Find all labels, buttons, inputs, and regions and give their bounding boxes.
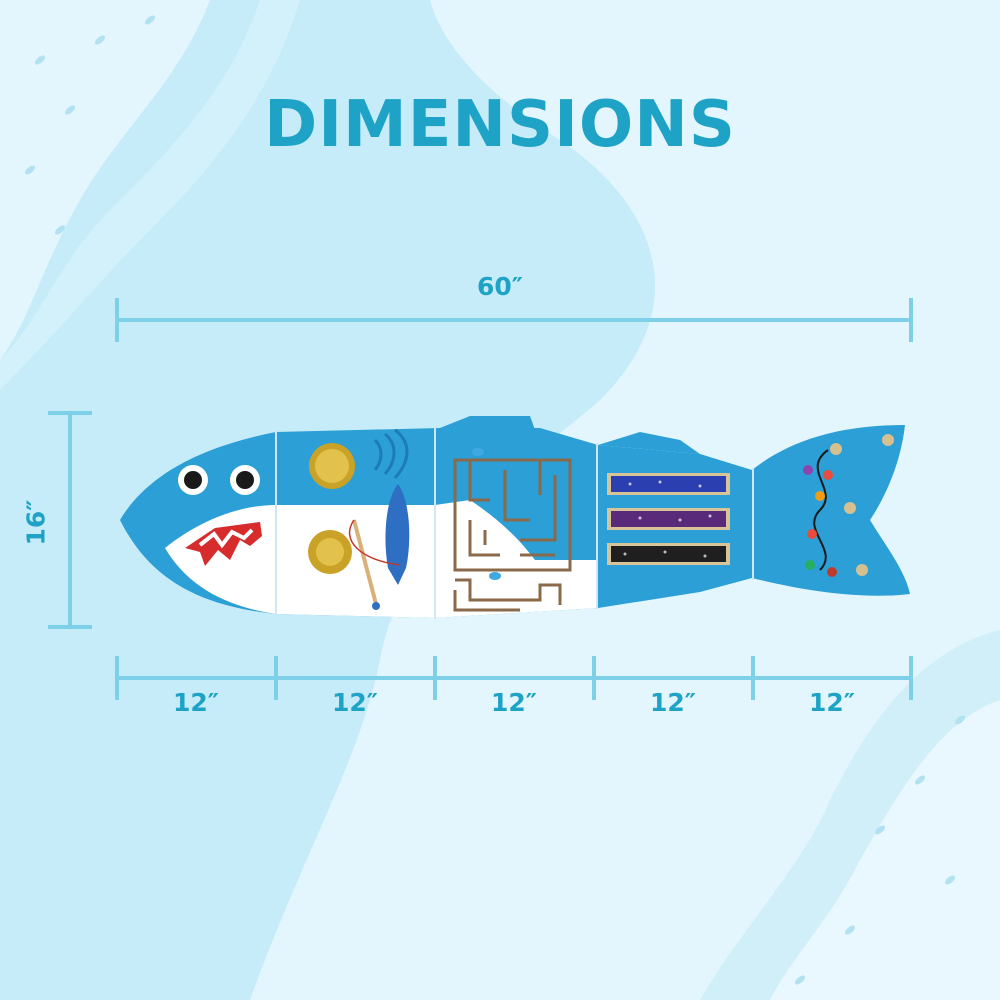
segment-width-guide bbox=[115, 656, 913, 700]
maze-fish-icons bbox=[472, 448, 501, 580]
tail-panel bbox=[803, 434, 894, 577]
shark-body bbox=[120, 416, 910, 619]
overall-width-label: 60″ bbox=[477, 272, 523, 301]
segment-width-label: 12″ bbox=[332, 688, 378, 717]
height-label: 16″ bbox=[21, 499, 51, 546]
page-title: DIMENSIONS bbox=[264, 88, 736, 162]
head-panel bbox=[178, 465, 262, 566]
segment-width-label: 12″ bbox=[173, 688, 219, 717]
segment-width-label: 12″ bbox=[650, 688, 696, 717]
sound-panel bbox=[308, 428, 410, 610]
maze-panel bbox=[453, 458, 572, 612]
sensory-panel bbox=[607, 473, 730, 565]
segment-width-label: 12″ bbox=[809, 688, 855, 717]
segment-width-label: 12″ bbox=[491, 688, 537, 717]
overall-width-guide bbox=[115, 298, 913, 342]
height-guide bbox=[48, 411, 92, 629]
